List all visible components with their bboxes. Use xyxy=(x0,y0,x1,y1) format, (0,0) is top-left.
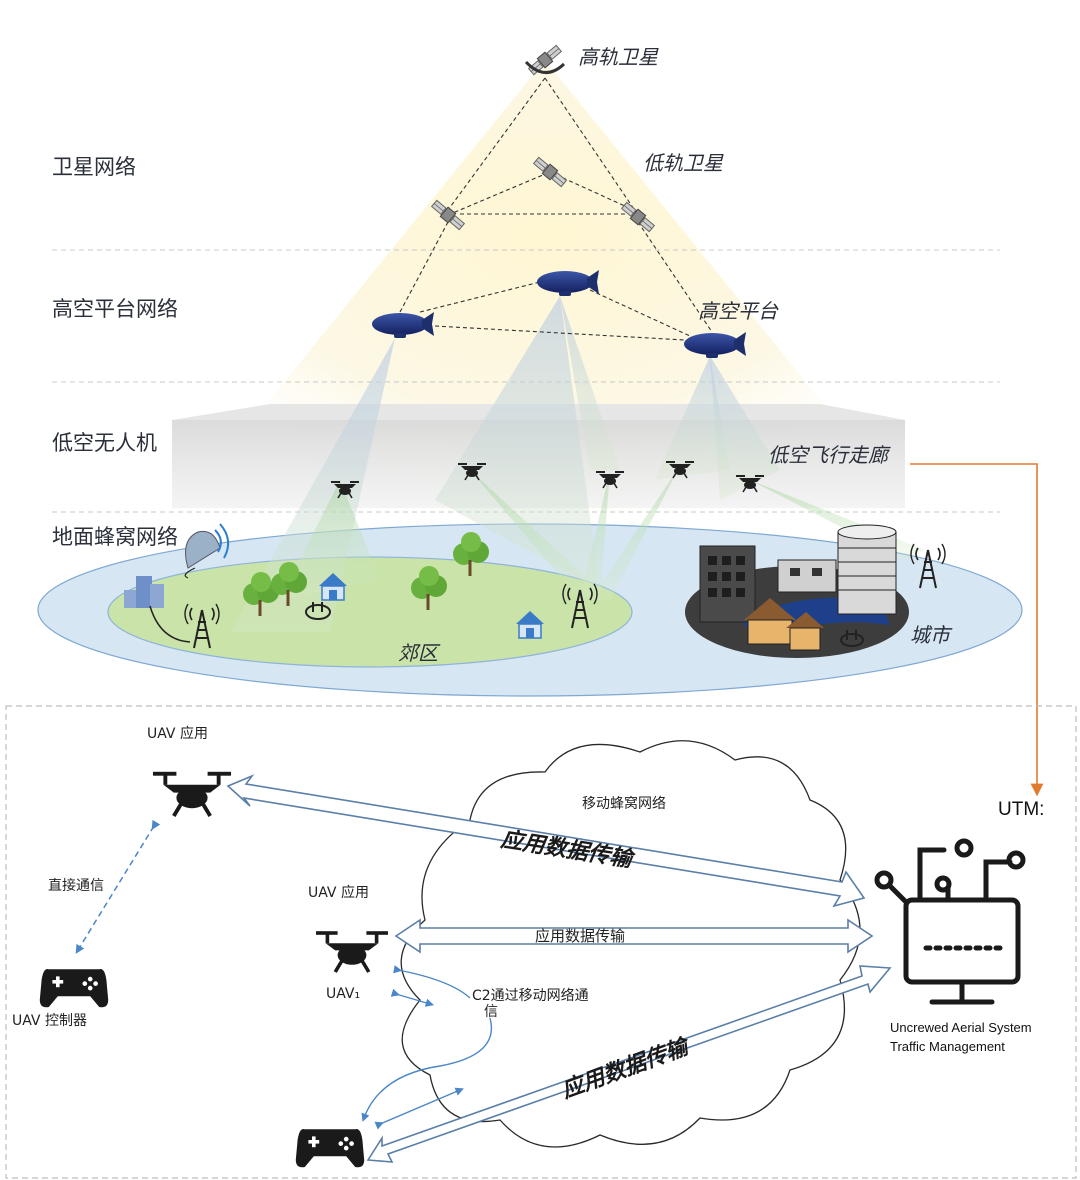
corridor-label: 低空飞行走廊 xyxy=(768,443,891,467)
c2-label-line-2: 信 xyxy=(484,1004,498,1020)
brick-house-icon xyxy=(744,598,824,651)
drone-icon xyxy=(314,929,390,974)
c2-link xyxy=(390,988,435,1007)
gamepad-icon xyxy=(39,968,109,1008)
hap-beams xyxy=(230,296,780,632)
utm-link-arrow xyxy=(910,463,1044,797)
cable xyxy=(184,567,196,579)
geo-satellite-label: 高轨卫星 xyxy=(578,45,659,69)
wireless-signal-icon xyxy=(214,523,230,559)
app-data-arrow-1 xyxy=(226,774,866,908)
app-data-arrow-2 xyxy=(394,918,874,954)
geo-dish-icon xyxy=(524,60,566,74)
leo-satellite-label: 低轨卫星 xyxy=(643,151,724,175)
cloud-label: 移动蜂窝网络 xyxy=(582,795,666,812)
utm-desc-line-2: Traffic Management xyxy=(890,1039,1005,1054)
utm-system-icon xyxy=(874,838,1026,1005)
c2-label-line-1: C2通过移动网络通 xyxy=(472,988,589,1004)
layer-label-satellite: 卫星网络 xyxy=(52,155,136,179)
uav-controller-label: UAV 控制器 xyxy=(12,1013,87,1029)
ground-station-icon xyxy=(305,602,331,620)
utm-desc-line-1: Uncrewed Aerial System xyxy=(890,1020,1032,1035)
layer-label-hap: 高空平台网络 xyxy=(52,297,178,321)
c2-link xyxy=(374,1087,464,1130)
utm-label: UTM: xyxy=(998,799,1044,820)
uav-app-label-2: UAV 应用 xyxy=(308,884,369,901)
cylinder-tower-icon xyxy=(837,524,897,615)
drone-icon xyxy=(151,769,233,818)
city-label: 城市 xyxy=(910,623,953,647)
hap-label: 高空平台 xyxy=(698,299,779,323)
sat-links xyxy=(399,77,713,341)
ground-station-icon xyxy=(840,630,864,647)
flat-building-icon xyxy=(777,559,837,593)
layer-label-cellular: 地面蜂窝网络 xyxy=(52,525,178,549)
uav-app-label-1: UAV 应用 xyxy=(147,725,208,742)
direct-comm-label: 直接通信 xyxy=(48,877,104,894)
app-data-arrow-3 xyxy=(366,965,892,1163)
building-icon xyxy=(124,576,164,608)
lower-panel-frame xyxy=(5,705,1077,1179)
office-building-icon xyxy=(699,545,756,623)
direct-comm-link xyxy=(75,819,161,954)
gamepad-icon xyxy=(295,1128,365,1168)
uav-label: UAV₁ xyxy=(326,986,360,1002)
layer-label-low-uav: 低空无人机 xyxy=(52,431,157,455)
cable xyxy=(149,605,191,643)
suburb-label: 郊区 xyxy=(398,641,441,665)
dish-antenna-icon xyxy=(185,530,221,569)
app-data-label-2: 应用数据传输 xyxy=(535,927,625,945)
c2-link xyxy=(393,965,471,999)
